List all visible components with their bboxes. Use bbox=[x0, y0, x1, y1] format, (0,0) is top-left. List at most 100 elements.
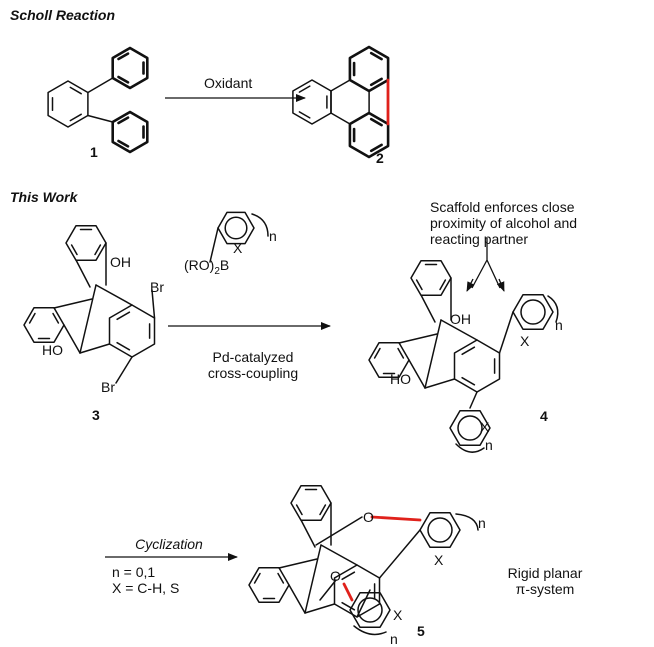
compound4-upper-bracket bbox=[547, 295, 559, 323]
compound5-o-aryl-bond-upper bbox=[370, 515, 422, 522]
compound1-bottom-phenyl bbox=[111, 110, 149, 154]
note-arrow-left bbox=[466, 278, 475, 292]
compound1-top-phenyl-double-bond bbox=[117, 52, 130, 61]
compound-label-5: 5 bbox=[417, 623, 425, 639]
compound4-right-link-bottom bbox=[424, 378, 456, 389]
compound5-upper-bracket bbox=[455, 513, 479, 531]
reagent-c-b-bond bbox=[209, 227, 219, 263]
compound4-right-ring-double-bond bbox=[461, 346, 476, 356]
compound3-br-top: Br bbox=[150, 279, 164, 295]
compound2-top-ring-double-bond bbox=[369, 51, 383, 61]
compound2-bottom-ring-double-bond bbox=[369, 143, 383, 153]
compound3-upper-benzo-double-bond bbox=[70, 244, 78, 256]
compound4-upper-benzo-link bbox=[420, 294, 436, 323]
cyclization-label: Cyclization bbox=[135, 536, 203, 552]
compound5-n-upper: n bbox=[478, 515, 486, 531]
compound5-x-lower: X bbox=[393, 607, 403, 623]
compound4-left-benzo-link bbox=[408, 359, 426, 389]
compound2-left-ring-double-bond bbox=[298, 111, 311, 119]
compound5-x-upper: X bbox=[434, 552, 444, 568]
compound-label-3: 3 bbox=[92, 407, 100, 423]
compound4-aryl-bond-top bbox=[498, 311, 514, 354]
compound4-n-lower: n bbox=[485, 437, 493, 453]
compound4-right-link-top bbox=[440, 319, 478, 341]
compound5-o-lower: O bbox=[330, 568, 341, 584]
compound4-right-ring-double-bond bbox=[461, 376, 476, 386]
compound5-lower-aryl-aromatic-circle bbox=[357, 597, 383, 623]
compound4-lower-aryl bbox=[449, 409, 491, 447]
scaffold-note-line3: reacting partner bbox=[430, 231, 529, 247]
reagent-aryl-ring-aromatic-circle bbox=[224, 216, 248, 240]
compound1-central-ring bbox=[47, 80, 89, 128]
compound4-x-upper: X bbox=[520, 333, 530, 349]
compound5-right-link-bottom bbox=[304, 603, 336, 614]
compound5-aryl-bond-top bbox=[378, 529, 421, 579]
compound3-left-benzo-double-bond bbox=[52, 312, 60, 324]
compound5-left-benzo-double-bond bbox=[277, 572, 285, 584]
compound1-bottom-phenyl-double-bond bbox=[117, 116, 130, 125]
compound4-left-benzo-link2 bbox=[398, 333, 438, 344]
step-conditions-line1: Pd-catalyzed bbox=[212, 349, 294, 365]
compound5-upper-benzo-double-bond bbox=[319, 504, 327, 516]
compound5-upper-benzo-link bbox=[300, 519, 316, 548]
compound3-oh: OH bbox=[110, 254, 131, 270]
compound1-top-phenyl bbox=[111, 46, 149, 90]
compound5-left-benzo-link2 bbox=[278, 558, 318, 569]
compound4-lower-bracket bbox=[455, 443, 485, 453]
compound1-central-ring-double-bond bbox=[69, 113, 82, 122]
compound3-upper-benzo-double-bond bbox=[94, 244, 102, 256]
compound-label-2: 2 bbox=[376, 150, 384, 166]
compound5-n-lower: n bbox=[390, 631, 398, 647]
compound5-upper-benzo-double-bond bbox=[295, 504, 303, 516]
compound3-ho: HO bbox=[42, 342, 63, 358]
compound3-upper-benzo-link bbox=[75, 259, 91, 288]
scaffold-note-line1: Scaffold enforces close bbox=[430, 199, 575, 215]
compound4-ho: HO bbox=[390, 371, 411, 387]
compound5-right-ring-double-bond bbox=[341, 571, 356, 581]
compound5-bridge-vertical bbox=[304, 544, 322, 614]
compound1-biaryl-bond-top bbox=[87, 77, 114, 94]
compound2-top-ring-double-bond bbox=[369, 77, 383, 87]
compound2-left-ring-double-bond bbox=[298, 85, 311, 93]
compound3-upper-benzo bbox=[65, 224, 107, 262]
compound2-left-ring bbox=[292, 79, 332, 125]
compound3-br-bond-top bbox=[151, 289, 156, 319]
this-work-title: This Work bbox=[10, 189, 78, 205]
rigid-planar-label: Rigid planar bbox=[507, 565, 583, 581]
compound5-right-link-top bbox=[320, 544, 358, 566]
compound3-right-ring-double-bond bbox=[116, 311, 131, 321]
compound4-n-upper: n bbox=[555, 317, 563, 333]
compound1-central-ring-double-bond bbox=[69, 86, 82, 95]
compound-label-1: 1 bbox=[90, 144, 98, 160]
compound5-aryl-bond-bottom bbox=[356, 589, 371, 618]
compound2-bottom-ring-double-bond bbox=[369, 117, 383, 127]
compound5-lower-bracket bbox=[353, 625, 387, 636]
reagent-x-atom: X bbox=[233, 240, 243, 256]
compound4-lower-aryl-aromatic-circle bbox=[457, 415, 483, 441]
compound4-left-benzo-double-bond bbox=[373, 347, 381, 359]
compound-label-4: 4 bbox=[540, 408, 548, 424]
compound5-left-benzo bbox=[248, 566, 290, 604]
reagent-ring-bracket bbox=[251, 213, 269, 237]
reagent-n-label: n bbox=[269, 228, 277, 244]
compound3-right-ring bbox=[108, 304, 156, 358]
compound5-left-benzo-double-bond bbox=[253, 572, 261, 584]
compound1-biaryl-bond-bottom bbox=[87, 114, 114, 123]
compound4-upper-benzo-double-bond bbox=[415, 279, 423, 291]
boronate-formula: (RO)2B bbox=[184, 257, 230, 277]
compound1-bottom-phenyl-double-bond bbox=[117, 139, 130, 148]
compound4-upper-aryl-aromatic-circle bbox=[520, 299, 546, 325]
compound3-left-benzo-link bbox=[63, 324, 81, 354]
compound5-o-aryl-bond-lower bbox=[342, 582, 354, 602]
cyclization-condition-n: n = 0,1 bbox=[112, 564, 156, 580]
compound3-left-benzo bbox=[23, 306, 65, 344]
oxidant-label: Oxidant bbox=[204, 75, 253, 91]
compound4-left-benzo-double-bond bbox=[397, 347, 405, 359]
compound4-upper-benzo-double-bond bbox=[439, 279, 447, 291]
compound5-upper-aryl-aromatic-circle bbox=[427, 517, 453, 543]
compound5-o-upper: O bbox=[363, 509, 374, 525]
compound4-x-lower: X bbox=[480, 419, 490, 435]
pi-system-label: π-system bbox=[515, 581, 575, 597]
compound3-bridge-vertical bbox=[79, 284, 97, 354]
compound4-oh: OH bbox=[450, 311, 471, 327]
